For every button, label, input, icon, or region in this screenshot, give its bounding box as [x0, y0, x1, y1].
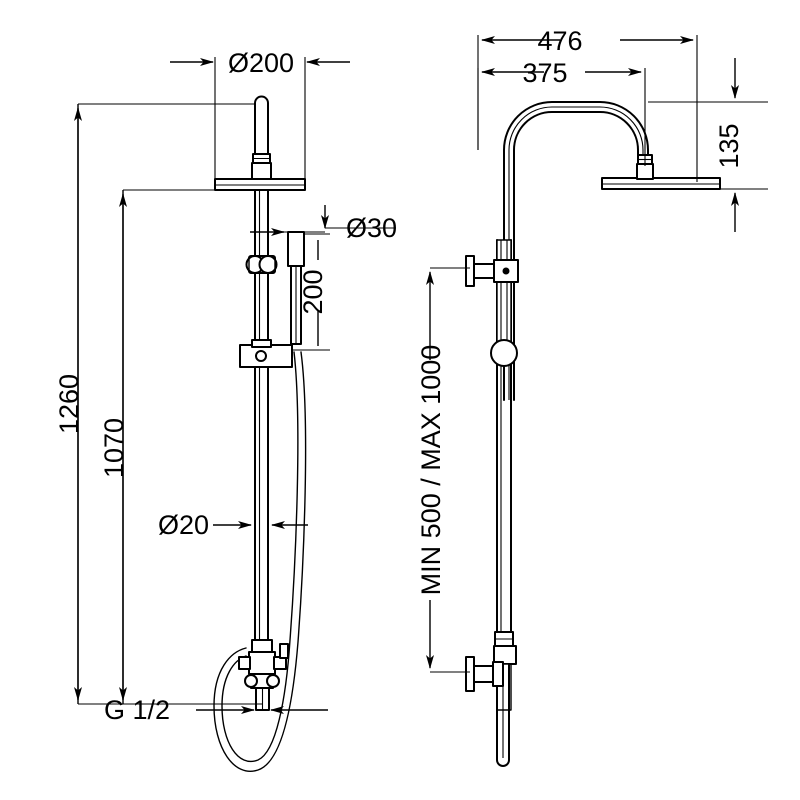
- upper-wall-bracket: [465, 255, 519, 287]
- overhead-shower-head: [214, 178, 306, 191]
- dim-rail-height: 1070: [99, 189, 252, 704]
- dim-label-handshower-drop: 200: [298, 269, 328, 314]
- dim-label-head-drop: 135: [714, 123, 744, 168]
- dim-label-rail-diameter: Ø20: [158, 510, 209, 540]
- side-view-group: [465, 101, 721, 767]
- dim-handshower-diameter: Ø30: [250, 205, 397, 243]
- slider-ring-side: [490, 339, 518, 367]
- dim-label-overall-height: 1260: [54, 374, 84, 434]
- dim-head-diameter: Ø200: [170, 48, 350, 179]
- front-view-dimensions: Ø200 1260 1070 Ø30: [54, 48, 397, 725]
- diverter-valve-body-side: [493, 631, 517, 767]
- gooseneck-shower-arm: [503, 101, 649, 401]
- dim-rail-diameter: Ø20: [158, 510, 308, 540]
- dim-overall-height: 1260: [54, 103, 262, 705]
- dim-label-inlet-thread: G 1/2: [104, 695, 170, 725]
- dim-label-arm-reach-total: 476: [537, 26, 582, 56]
- slider-ring: [245, 255, 278, 274]
- dim-arm-reach-total: 476: [477, 26, 698, 182]
- dim-inlet-thread: G 1/2: [104, 695, 328, 725]
- lower-wall-connection: [465, 656, 504, 692]
- dim-label-handshower-diameter: Ø30: [346, 213, 397, 243]
- side-view-dimensions: 476 375 135 MIN 500 / MAX 1000: [416, 26, 768, 673]
- head-riser-pipe: [251, 95, 272, 180]
- dim-arm-reach-inner: 375: [477, 58, 646, 166]
- dim-label-install-range: MIN 500 / MAX 1000: [416, 345, 446, 596]
- dim-label-head-diameter: Ø200: [228, 48, 294, 78]
- dim-head-drop: 135: [648, 58, 768, 232]
- handshower-holder-bracket: [239, 339, 293, 368]
- dim-label-arm-reach-inner: 375: [522, 58, 567, 88]
- hand-shower: [287, 231, 305, 345]
- dim-handshower-drop: 200: [292, 233, 330, 351]
- dim-label-rail-height: 1070: [99, 418, 129, 478]
- dim-install-range: MIN 500 / MAX 1000: [416, 267, 470, 673]
